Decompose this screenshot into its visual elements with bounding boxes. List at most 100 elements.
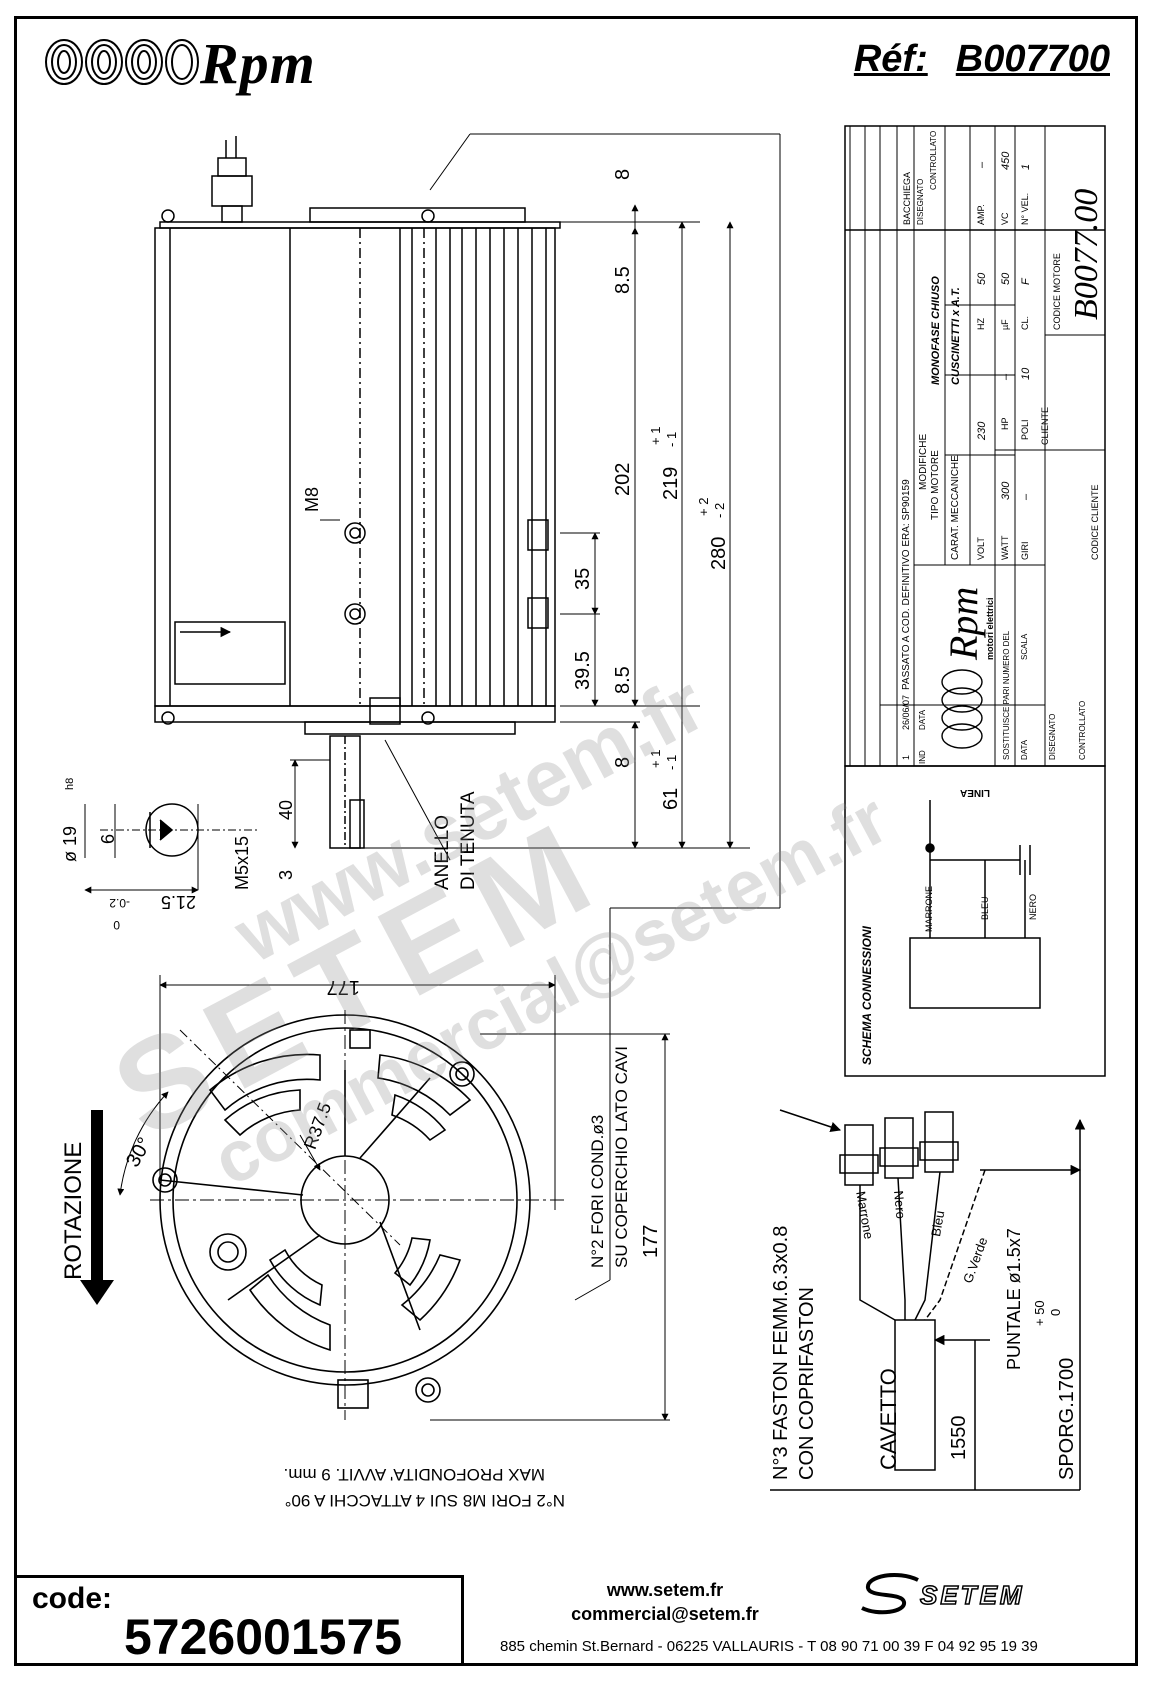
- tb-scala: SCALA: [1020, 633, 1029, 660]
- tb-sostituisce: SOSTITUISCE PARI NUMERO DEL: [1002, 630, 1011, 760]
- title-block-logo: [941, 669, 983, 749]
- tb-rev-date: 26/06/07: [901, 694, 911, 730]
- contact-block: www.setem.fr commercial@setem.fr: [560, 1578, 770, 1626]
- dim-1550: 1550: [948, 1415, 970, 1461]
- setem-swirl-icon: [861, 1572, 919, 1615]
- sporg-label: SPORG.1700: [1056, 1357, 1078, 1480]
- tb-cl-label: CL.: [1020, 315, 1030, 330]
- tb-cliente-label: CLIENTE: [1040, 406, 1050, 445]
- tb-controllato: CONTROLLATO: [929, 130, 938, 190]
- sporg-tol-plus: + 50: [1032, 1300, 1047, 1326]
- code-label: code:: [32, 1582, 113, 1615]
- tb-hz-label: HZ: [976, 318, 986, 330]
- side-dimensions: [290, 133, 781, 1280]
- dim-219-tol-plus: + 1: [648, 426, 663, 445]
- website-link[interactable]: www.setem.fr: [606, 1580, 724, 1600]
- dim-8-5-top: 8.5: [612, 266, 634, 294]
- tb-rev-ind: 1: [901, 754, 911, 760]
- tb-hp-value: –: [1000, 373, 1012, 380]
- tb-hp-label: HP: [1000, 417, 1010, 430]
- shaft-21-5: 21.5: [160, 892, 196, 912]
- dim-8-top: 8: [612, 168, 634, 180]
- tb-data: DATA: [918, 709, 927, 730]
- dim-219: 219: [660, 466, 682, 500]
- dim-177-height: 177: [640, 1224, 662, 1258]
- tb-logo-sub: motori elettrici: [985, 597, 995, 660]
- tb-modifiche: MODIFICHE: [918, 433, 929, 490]
- tb-tipo-motore-label: TIPO MOTORE: [930, 450, 941, 520]
- dim-m8: M8: [302, 486, 322, 512]
- tb-watt-label: WATT: [1000, 535, 1010, 561]
- code-box: [14, 1575, 464, 1666]
- schema-linea: LINEA: [960, 787, 990, 798]
- tb-carat-value: CUSCINETTI x A.T.: [950, 287, 962, 385]
- fori-cond-label-2: SU COPERCHIO LATO CAVI: [612, 1046, 631, 1268]
- tb-data2: DATA: [1020, 739, 1029, 760]
- shaft-tolerance: h8: [64, 777, 76, 790]
- tb-uf-label: µF: [1000, 319, 1010, 330]
- reference: Réf: B007700: [854, 38, 1110, 81]
- email-link[interactable]: commercial@setem.fr: [571, 1604, 759, 1624]
- dim-202: 202: [612, 462, 634, 496]
- tb-volt-value: 230: [976, 421, 988, 440]
- setem-logo: SETEM: [919, 1579, 1025, 1611]
- dim-280-tol-minus: - 2: [712, 502, 727, 518]
- tb-codice-motore-label: CODICE MOTORE: [1052, 253, 1062, 330]
- dim-280: 280: [708, 536, 730, 570]
- shaft-21-5-tol-plus: 0: [113, 918, 120, 932]
- tb-amp-label: AMP.: [976, 204, 986, 225]
- shaft-21-5-tol-minus: -0.2: [109, 896, 130, 910]
- drawing-sheet: [14, 16, 1138, 1666]
- fori-m8-label-1: N°2 FORI M8 SUI 4 ATTACCHI A 90°: [284, 1491, 565, 1510]
- shaft-section: [84, 803, 260, 894]
- title-block: [844, 125, 1106, 1077]
- tb-rev-desc: PASSATO A COD. DEFINITIVO ERA: SP90159: [901, 479, 912, 690]
- tb-nvel-value: 1: [1020, 163, 1032, 170]
- tb-controllato2: CONTROLLATO: [1078, 700, 1087, 760]
- tb-poli-label: POLI: [1020, 419, 1030, 440]
- tb-vc-value: 450: [1000, 151, 1012, 170]
- fori-m8-label-2: MAX PROFONDITA' AVVIT. 9 mm.: [283, 1465, 545, 1484]
- address: 885 chemin St.Bernard - 06225 VALLAURIS …: [500, 1638, 1038, 1655]
- rotazione-label: ROTAZIONE: [60, 1141, 87, 1280]
- tb-uf-value: 50: [1000, 272, 1012, 285]
- schema-bleu: BLEU: [980, 896, 990, 920]
- dim-39-5: 39.5: [572, 651, 594, 690]
- tb-nvel-label: N° VEL.: [1020, 192, 1030, 225]
- dim-280-tol-plus: + 2: [696, 497, 711, 516]
- tb-giri-label: GIRI: [1020, 541, 1030, 560]
- faston-label-2: CON COPRIFASTON: [796, 1287, 818, 1480]
- dim-m5x15: M5x15: [232, 835, 252, 890]
- rotation-arrow: [80, 1110, 114, 1305]
- tb-disegnato2: DISEGNATO: [1048, 713, 1057, 760]
- tb-cl-value: F: [1020, 278, 1032, 285]
- tb-poli-value: 10: [1020, 367, 1032, 380]
- cable-detail: [770, 1109, 1086, 1491]
- fori-cond-label-1: N°2 FORI COND.ø3: [588, 1114, 607, 1268]
- tb-logo-text: Rpm: [941, 586, 986, 660]
- tb-amp-value: –: [976, 161, 988, 168]
- cavetto-label: CAVETTO: [876, 1368, 901, 1470]
- tb-hz-value: 50: [976, 272, 988, 285]
- sporg-tol-minus: 0: [1048, 1308, 1063, 1316]
- tb-ind: IND: [918, 750, 927, 764]
- puntale-label: PUNTALE ø1.5x7: [1004, 1228, 1024, 1370]
- wire-nero: Nero: [891, 1190, 909, 1220]
- faston-label-1: N°3 FASTON FEMM.6.3x0.8: [770, 1225, 792, 1480]
- schema-title: SCHEMA CONNESSIONI: [860, 926, 874, 1065]
- dim-40: 40: [276, 799, 296, 820]
- schema-marrone: MARRONE: [924, 885, 934, 932]
- tb-tipo-motore-value: MONOFASE CHIUSO: [930, 276, 942, 385]
- code-value: 5726001575: [124, 1609, 403, 1665]
- tb-codice-motore-value: B0077.00: [1068, 188, 1105, 320]
- ref-label: Réf:: [853, 38, 928, 80]
- motor-side-view: [154, 136, 561, 849]
- tb-disegnato: DISEGNATO: [916, 178, 925, 225]
- ref-value: B007700: [955, 38, 1110, 80]
- tb-giri-value: –: [1020, 493, 1032, 500]
- tb-vc-label: VC: [1000, 212, 1010, 225]
- dim-35: 35: [572, 567, 594, 590]
- tb-bacchiega: BACCHIEGA: [902, 171, 912, 225]
- schema-nero: NERO: [1028, 893, 1038, 920]
